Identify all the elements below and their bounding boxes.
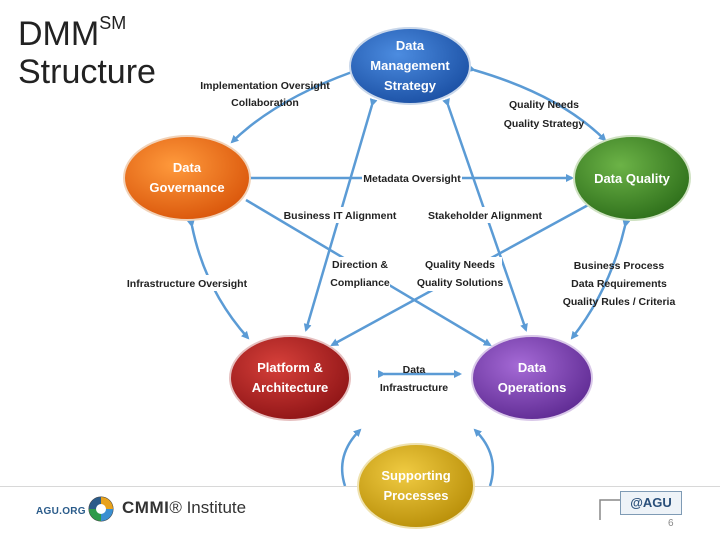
label-quality-needs-2: Quality Needs: [425, 259, 495, 271]
quality-line1: Data Quality: [594, 171, 671, 186]
arrow-strategy-governance: [230, 66, 360, 144]
operations-line2: Operations: [498, 380, 567, 395]
node-quality: Data Quality: [573, 135, 691, 221]
node-strategy: Data Management Strategy: [349, 27, 471, 105]
governance-line1: Data: [173, 160, 202, 175]
agu-org-link[interactable]: AGU.ORG: [36, 506, 86, 517]
page-number: 6: [668, 518, 674, 529]
supporting-line1: Supporting: [381, 468, 450, 483]
label-business-it-alignment: Business IT Alignment: [284, 210, 397, 222]
node-supporting: Supporting Processes: [357, 443, 475, 529]
label-quality-strategy: Quality Strategy: [504, 118, 585, 130]
platform-line1: Platform &: [257, 360, 323, 375]
title-text: DMM: [18, 15, 100, 53]
arrow-quality-operations: [570, 219, 631, 340]
cmmi-logo-icon: [88, 496, 114, 522]
label-stakeholder-alignment: Stakeholder Alignment: [428, 210, 542, 222]
label-data-infra-2: Infrastructure: [380, 382, 448, 394]
strategy-line2: Management: [370, 58, 450, 73]
node-operations: Data Operations: [471, 335, 593, 421]
node-governance: Data Governance: [123, 135, 251, 221]
governance-line2: Governance: [149, 180, 224, 195]
node-platform: Platform & Architecture: [229, 335, 351, 421]
arrow-strategy-quality: [467, 64, 607, 142]
label-direction: Direction &: [332, 259, 388, 271]
title-line2: Structure: [18, 53, 156, 91]
arrow-supporting-right: [473, 428, 495, 487]
agu-badge[interactable]: @AGU: [620, 491, 682, 515]
strategy-line3: Strategy: [384, 78, 437, 93]
label-metadata-oversight: Metadata Oversight: [363, 173, 461, 185]
label-data-infra-1: Data: [403, 364, 426, 376]
label-business-process: Business Process: [574, 260, 665, 272]
label-quality-needs-1: Quality Needs: [509, 99, 579, 111]
operations-line1: Data: [518, 360, 547, 375]
label-infrastructure-oversight: Infrastructure Oversight: [127, 278, 248, 290]
cmmi-brand: CMMI: [122, 498, 170, 517]
platform-line2: Architecture: [252, 380, 329, 395]
label-collaboration: Collaboration: [231, 97, 299, 109]
label-compliance: Compliance: [330, 277, 390, 289]
title-superscript: SM: [99, 13, 127, 33]
strategy-line1: Data: [396, 38, 425, 53]
supporting-line2: Processes: [383, 488, 448, 503]
cmmi-institute-logo: CMMI® Institute: [122, 498, 246, 518]
label-implementation-oversight: Implementation Oversight: [200, 80, 330, 92]
label-quality-rules: Quality Rules / Criteria: [563, 296, 676, 308]
label-data-requirements: Data Requirements: [571, 278, 667, 290]
label-quality-solutions: Quality Solutions: [417, 277, 503, 289]
slide-title: DMMSM Structure: [18, 4, 156, 91]
arrow-supporting-left: [340, 428, 362, 487]
relationship-labels: Implementation Oversight Collaboration Q…: [127, 80, 676, 394]
footer-connector-line: [599, 499, 620, 520]
cmmi-suffix: ® Institute: [169, 498, 247, 517]
